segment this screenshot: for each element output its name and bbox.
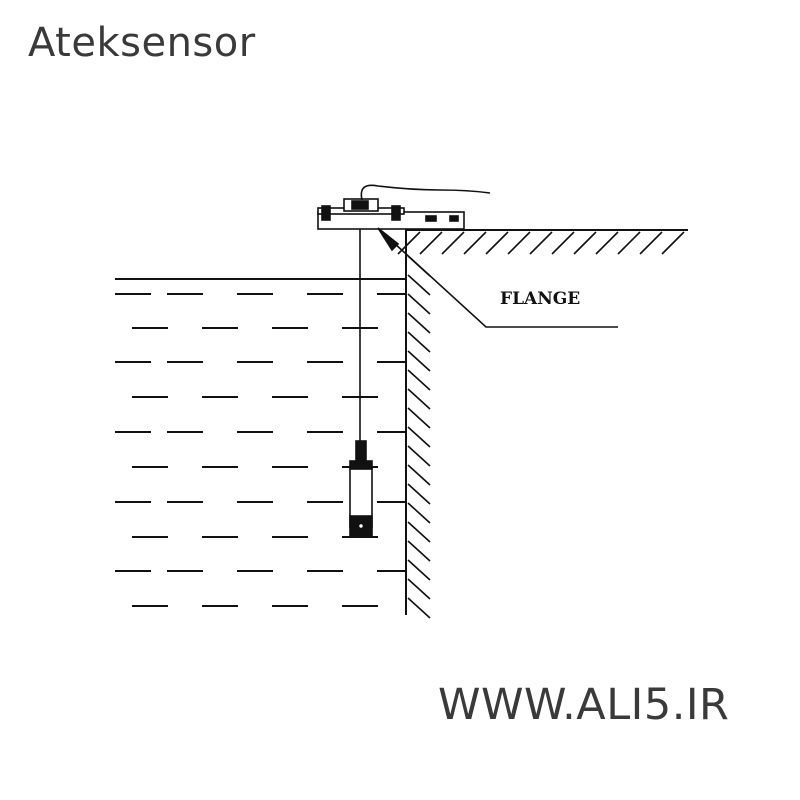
ground-hatch-line — [551, 231, 575, 255]
level-sensor — [349, 440, 373, 537]
wall-hatch-line — [407, 426, 431, 448]
flange-label: FLANGE — [500, 289, 580, 309]
wall-hatch-line — [407, 369, 431, 391]
ground-hatch-line — [419, 231, 443, 255]
wall-hatch-line — [407, 293, 431, 315]
wall-hatch-line — [407, 483, 431, 505]
ground-hatching — [397, 231, 685, 255]
wall-hatch-line — [407, 274, 431, 296]
ground-hatch-line — [595, 231, 619, 255]
wall-hatch-line — [407, 312, 431, 334]
wall-hatch-line — [407, 388, 431, 410]
brand-title: Ateksensor — [28, 20, 256, 66]
wall-hatch-line — [407, 331, 431, 353]
ground-hatch-line — [529, 231, 553, 255]
ground-hatch-line — [507, 231, 531, 255]
website-url: WWW.ALI5.IR — [438, 680, 730, 730]
wall-hatch-line — [407, 350, 431, 372]
ground-hatch-line — [463, 231, 487, 255]
wall-hatch-line — [407, 521, 431, 543]
ground-hatch-line — [639, 231, 663, 255]
ground-hatch-line — [441, 231, 465, 255]
flange-mount — [317, 198, 465, 230]
wall-hatch-line — [407, 597, 431, 619]
signal-cable — [360, 184, 491, 201]
wall-hatch-line — [407, 464, 431, 486]
wall-hatch-line — [407, 559, 431, 581]
ground-hatch-line — [485, 231, 509, 255]
wall-hatch-line — [407, 407, 431, 429]
ground-hatch-line — [617, 231, 641, 255]
wall-hatch-line — [407, 540, 431, 562]
wall-hatch-line — [407, 445, 431, 467]
wall-hatch-line — [407, 578, 431, 600]
wall-hatch-line — [407, 502, 431, 524]
wall-hatching — [407, 255, 431, 619]
flange-pointer — [377, 227, 618, 328]
ground-hatch-line — [661, 231, 685, 255]
ground-hatch-line — [573, 231, 597, 255]
